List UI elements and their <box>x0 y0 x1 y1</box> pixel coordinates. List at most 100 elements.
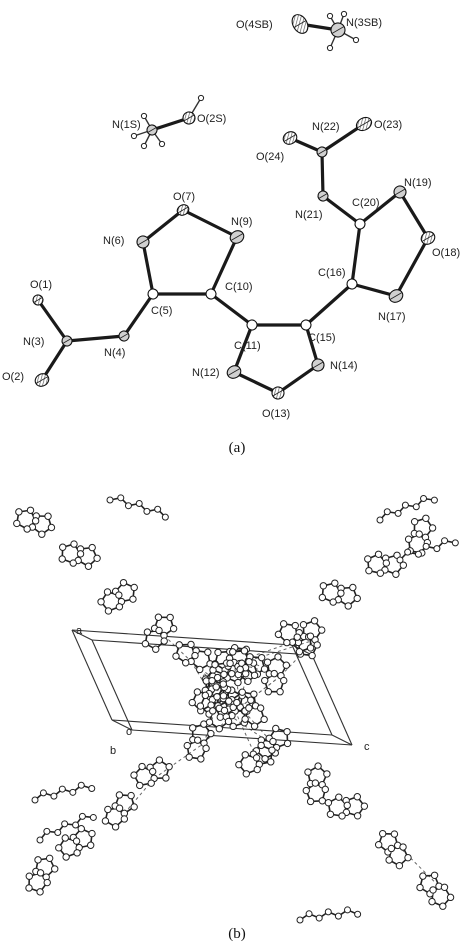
atom-ellipsoid-C20 <box>354 218 366 230</box>
ring-17b-atom-3 <box>329 598 337 606</box>
atom-N1S: N(1S) <box>112 119 158 136</box>
panel-b-caption: (b) <box>228 926 246 942</box>
ring-24b-atom-4 <box>274 630 283 639</box>
side-chain-4-atom-6 <box>354 910 362 918</box>
hydrogen-bond-23-24 <box>233 641 293 663</box>
atom-ellipsoid-C5 <box>147 288 159 300</box>
atom-O24: O(24) <box>256 131 298 163</box>
ring-4b-atom-2 <box>115 591 123 599</box>
ring-21b-atom-1 <box>404 535 413 543</box>
ring-15a-atom-3 <box>310 617 319 625</box>
ring-5b-atom-3 <box>120 815 129 823</box>
hydrogen-atom-5 <box>130 132 138 140</box>
atom-ellipsoid-C15 <box>300 319 312 331</box>
ring-7b-atom-3 <box>147 779 155 787</box>
atom-O18: O(18) <box>420 231 460 259</box>
hydrogen-bond-11-23 <box>233 662 241 708</box>
hydrogen-bond-18-20 <box>397 845 440 887</box>
ring-6b-atom-4 <box>152 645 160 653</box>
ring-17b-atom-0 <box>319 582 328 590</box>
ring-13a-atom-3 <box>274 653 282 661</box>
atom-label-C5: C(5) <box>151 305 172 317</box>
bond-N4-N3 <box>65 334 126 343</box>
bond-N12-O13 <box>232 370 280 395</box>
ring-31b-atom-0 <box>229 648 237 656</box>
ring-6a-atom-4 <box>169 624 178 633</box>
ring-2b-atom-4 <box>58 555 66 563</box>
atom-label-C16: C(16) <box>318 267 346 279</box>
hydrogen-atom-4 <box>140 112 148 120</box>
ring-7a-atom-2 <box>155 756 164 764</box>
ring-26b-atom-0 <box>235 760 243 769</box>
hydrogen-layer <box>130 10 360 150</box>
bond-C20-C16 <box>350 222 362 286</box>
side-chain-0-atom-1 <box>43 827 51 835</box>
atom-N9: N(9) <box>229 216 252 244</box>
atom-label-C11: C(11) <box>234 340 261 352</box>
ring-28a-atom-4 <box>228 669 236 678</box>
ring-1a-atom-2 <box>34 856 42 864</box>
ring-29b-atom-1 <box>193 688 202 696</box>
ring-9b-atom-3 <box>202 744 210 753</box>
ring-14a-atom-3 <box>314 762 322 770</box>
hydrogen-bond-10-13 <box>234 675 282 712</box>
hydrogen-atom-0 <box>326 12 334 20</box>
atom-N12: N(12) <box>192 365 242 379</box>
atom-principal-axis-O24 <box>283 134 297 142</box>
ring-19b-atom-2 <box>382 559 391 567</box>
ring-14a-atom-4 <box>323 770 331 778</box>
atom-principal-axis-O4SB <box>293 20 307 28</box>
ring-28b-atom-2 <box>213 673 222 682</box>
side-chain-1-atom-4 <box>69 788 77 796</box>
side-chain-3-atom-5 <box>441 537 449 545</box>
side-chain-0-atom-6 <box>89 813 97 821</box>
side-chain-3-atom-4 <box>433 545 441 553</box>
ring-21a-atom-3 <box>422 514 430 522</box>
ring-4a-atom-2 <box>119 578 128 587</box>
cell-axis-label-c: c <box>364 741 370 753</box>
side-chain-4-atom-4 <box>334 912 342 920</box>
ring-24b-atom-3 <box>283 638 291 647</box>
ring-12b-atom-4 <box>261 755 269 763</box>
ring-26a-atom-4 <box>267 758 275 766</box>
atom-label-O1: O(1) <box>30 279 52 291</box>
ring-4a-atom-4 <box>129 595 137 603</box>
atom-principal-axis-N3SB <box>331 26 345 34</box>
side-chain-3-atom-2 <box>414 550 422 558</box>
atom-ellipsoid-C11 <box>246 319 258 331</box>
ring-1b-atom-0 <box>25 884 33 892</box>
side-chain-4-atom-3 <box>324 908 332 916</box>
ring-30a-atom-4 <box>213 693 221 701</box>
ring-6a-atom-3 <box>166 613 174 622</box>
atom-principal-axis-N22 <box>317 149 327 155</box>
ring-9b-atom-0 <box>185 753 193 761</box>
side-chain-0-atom-3 <box>61 820 69 828</box>
ring-29a-atom-3 <box>219 680 227 688</box>
atom-principal-axis-O18 <box>421 234 435 242</box>
side-chain-3-atom-6 <box>451 539 459 547</box>
ring-8b-atom-1 <box>187 640 195 649</box>
ring-4b-atom-4 <box>104 607 113 615</box>
ring-24a-atom-2 <box>306 632 315 640</box>
atom-principal-axis-O1 <box>33 297 43 303</box>
ring-14b-atom-4 <box>318 797 327 805</box>
atom-label-N9: N(9) <box>231 216 252 228</box>
bond-C20-N21 <box>321 194 362 226</box>
ring-14b-atom-2 <box>311 779 320 787</box>
ring-24b-atom-0 <box>279 620 288 628</box>
ring-8b-atom-4 <box>172 652 180 660</box>
bond-N19-C20 <box>358 190 402 226</box>
ring-0b-atom-2 <box>31 517 40 525</box>
ring-13a-atom-2 <box>263 658 272 666</box>
side-chain-2-atom-0 <box>376 516 384 524</box>
atom-N19: N(19) <box>393 177 432 199</box>
panel-a-molecular-structure: O(4SB)N(3SB)N(1S)O(2S)O(7)N(9)N(6)C(10)C… <box>2 10 460 456</box>
unit-cell-edge-7 <box>71 629 93 641</box>
cell-axis-label-a: a <box>76 625 83 637</box>
atom-N3SB: N(3SB) <box>330 17 382 38</box>
ring-19a-atom-4 <box>392 570 400 578</box>
atom-label-N6: N(6) <box>103 235 124 247</box>
panel-a-caption: (a) <box>229 440 246 456</box>
atom-label-N12: N(12) <box>192 367 220 379</box>
ring-31a-atom-3 <box>260 665 269 673</box>
